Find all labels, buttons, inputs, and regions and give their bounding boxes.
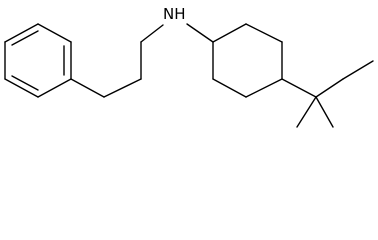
- nitrogen-to-ring-bond: [186, 23, 214, 43]
- cyclohexane-ring: [212, 23, 283, 98]
- chain-bond-to-nitrogen: [140, 24, 164, 43]
- quaternary-to-ethyl-bond: [315, 78, 344, 98]
- benzene-bond-5: [4, 78, 39, 98]
- benzene-double-bond-inner-3: [11, 75, 39, 91]
- methyl-bond-left: [296, 96, 317, 128]
- chemical-structure-diagram: NH: [4, 5, 374, 128]
- chain-bond-1: [70, 78, 105, 98]
- chain-bond-2: [103, 78, 142, 98]
- benzene-bond-2: [37, 23, 72, 43]
- ethyl-terminal-bond: [342, 60, 374, 80]
- tert-pentyl-group: [281, 60, 374, 128]
- cyclohexane-bond-1: [212, 23, 247, 43]
- cyclohexane-bond-4: [245, 78, 283, 98]
- methyl-bond-right: [315, 96, 334, 128]
- benzene-double-bond-inner-1: [11, 30, 39, 46]
- cyclohexane-bond-5: [212, 78, 247, 98]
- amine-nitrogen-label: NH: [163, 5, 186, 23]
- benzene-ring: [4, 23, 72, 98]
- propyl-chain: [70, 24, 164, 98]
- ring-to-quaternary-carbon-bond: [281, 78, 317, 98]
- benzene-bond-1: [4, 23, 39, 43]
- cyclohexane-bond-2: [245, 23, 283, 43]
- benzene-bond-4: [37, 78, 72, 98]
